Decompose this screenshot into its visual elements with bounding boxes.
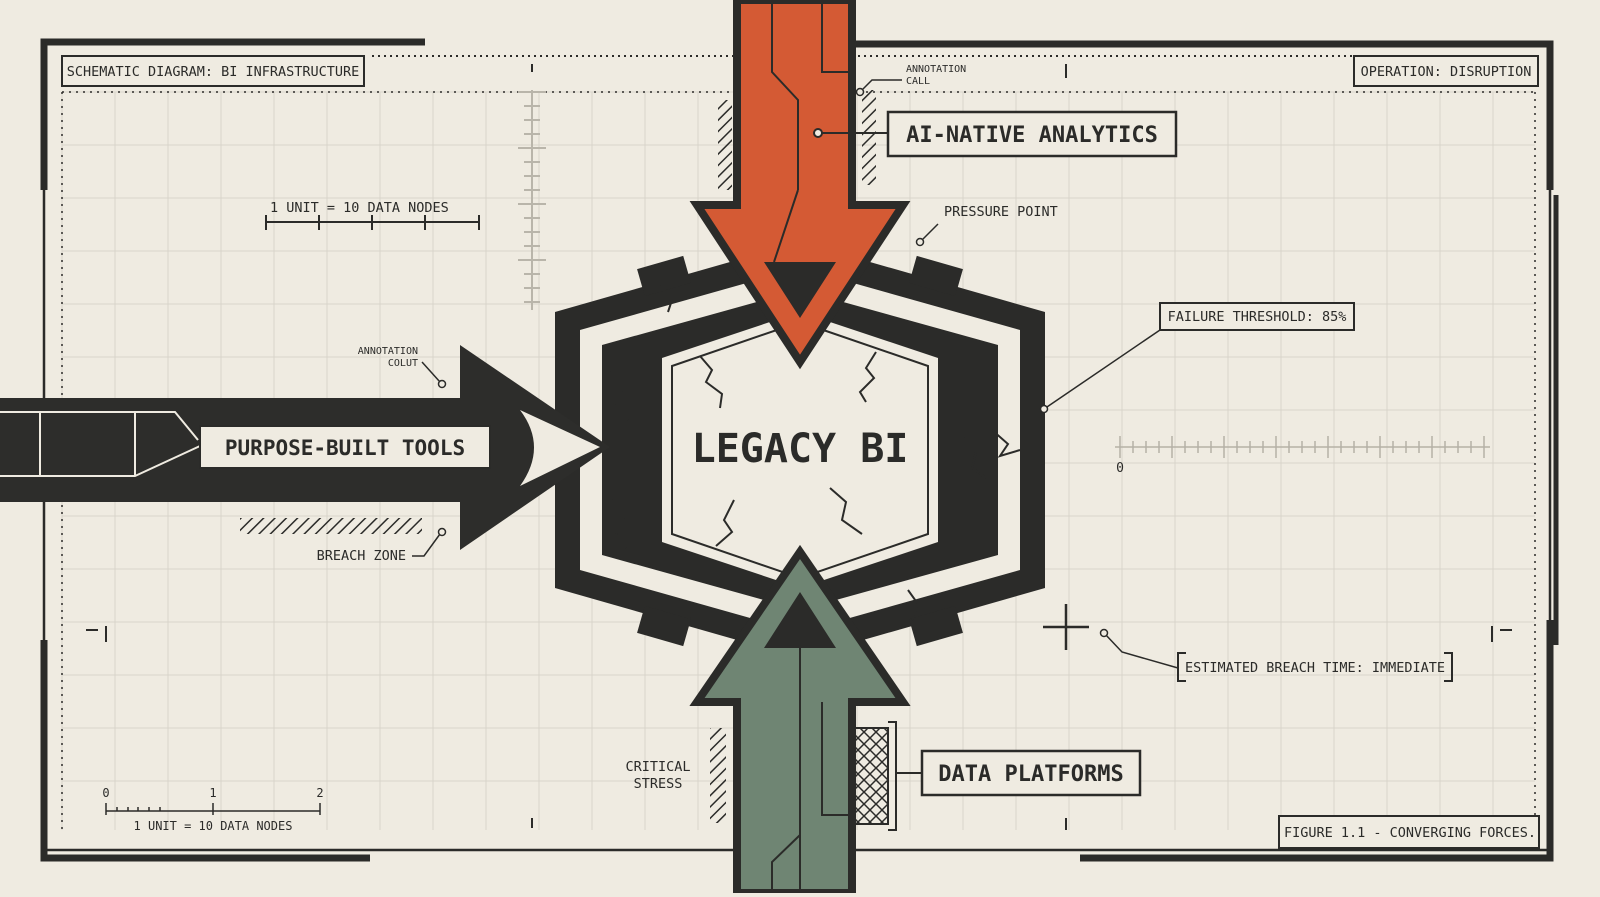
- annotation-call-line2: CALL: [906, 76, 930, 87]
- operation-box: OPERATION: DISRUPTION: [1353, 55, 1539, 87]
- bottom-scale-label: 1 UNIT = 10 DATA NODES: [134, 819, 293, 833]
- failure-threshold-leader: [1039, 329, 1161, 414]
- ai-native-label-box: AI-NATIVE ANALYTICS: [813, 110, 1178, 158]
- failure-threshold-box: FAILURE THRESHOLD: 85%: [1159, 302, 1355, 331]
- fracture-lines: [609, 285, 1021, 627]
- failure-threshold-label: FAILURE THRESHOLD: 85%: [1168, 309, 1347, 325]
- vertical-ruler-ticks: [518, 91, 546, 303]
- annotation-colut-line1: ANNOTATION: [358, 346, 418, 357]
- estimated-breach-leader: [1099, 628, 1179, 669]
- annotation-colut-leader: [421, 361, 447, 389]
- pressure-point-leader: [915, 223, 939, 247]
- horizontal-ruler-ticks: [1119, 436, 1485, 458]
- bottom-scale-bar: [105, 803, 321, 815]
- top-scale-bar: [265, 215, 480, 230]
- zero-mark: 0: [1116, 461, 1124, 476]
- scale-tick-0: 0: [102, 786, 109, 800]
- annotation-colut-line2: COLUT: [388, 358, 418, 369]
- critical-stress-line1: CRITICAL: [625, 759, 690, 775]
- legacy-bi-frame: [555, 242, 1045, 658]
- data-platforms-arrow: [689, 544, 911, 897]
- scale-tick-1: 1: [209, 786, 216, 800]
- purpose-built-label: PURPOSE-BUILT TOOLS: [225, 436, 465, 460]
- annotation-call-line1: ANNOTATION: [906, 64, 966, 75]
- estimated-breach-box: ESTIMATED BREACH TIME: IMMEDIATE: [1177, 652, 1453, 682]
- figure-caption-box: FIGURE 1.1 - CONVERGING FORCES.: [1278, 815, 1540, 849]
- breach-zone-leader: [412, 527, 447, 557]
- pressure-point-label: PRESSURE POINT: [944, 204, 1058, 220]
- figure-caption: FIGURE 1.1 - CONVERGING FORCES.: [1284, 825, 1536, 841]
- estimated-breach-label: ESTIMATED BREACH TIME: IMMEDIATE: [1185, 660, 1445, 676]
- purpose-built-label-box: PURPOSE-BUILT TOOLS: [199, 425, 491, 469]
- operation-text: OPERATION: DISRUPTION: [1361, 64, 1532, 80]
- critical-stress-line2: STRESS: [634, 776, 683, 792]
- top-scale-label: 1 UNIT = 10 DATA NODES: [270, 200, 449, 216]
- data-platforms-label-box: DATA PLATFORMS: [896, 749, 1142, 797]
- outer-frame: [40, 38, 1559, 862]
- ai-native-arrow: [689, 0, 911, 370]
- breach-zone-label: BREACH ZONE: [317, 548, 406, 564]
- annotation-call-leader: [855, 79, 902, 97]
- legacy-bi-label: LEGACY BI: [692, 426, 909, 472]
- ai-native-label: AI-NATIVE ANALYTICS: [906, 123, 1158, 148]
- scale-tick-2: 2: [316, 786, 323, 800]
- title-box: SCHEMATIC DIAGRAM: BI INFRASTRUCTURE: [61, 55, 365, 87]
- data-platforms-label: DATA PLATFORMS: [938, 762, 1123, 787]
- title-text: SCHEMATIC DIAGRAM: BI INFRASTRUCTURE: [67, 64, 360, 80]
